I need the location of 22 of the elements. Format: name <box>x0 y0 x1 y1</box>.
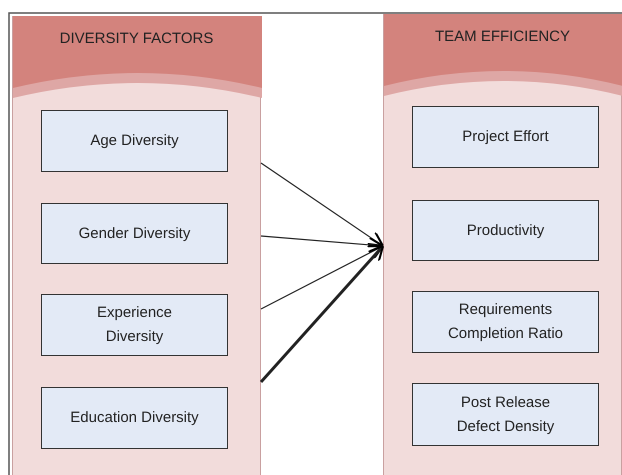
box-label: Experience Diversity <box>96 303 174 347</box>
box-label: Age Diversity <box>90 131 179 151</box>
factor-box <box>412 291 599 353</box>
arrow <box>260 162 384 248</box>
panel-heading: TEAM EFFICIENCY <box>434 28 571 45</box>
factor-box <box>412 106 599 168</box>
factor-box <box>41 387 228 449</box>
panel-heading: DIVERSITY FACTORS <box>58 30 214 47</box>
factor-box <box>412 200 599 261</box>
box-label: Education Diversity <box>70 408 199 428</box>
category-panel <box>12 16 261 475</box>
factor-box <box>41 110 228 172</box>
box-label: Productivity <box>466 220 544 240</box>
box-label: Post Release Defect Density <box>456 392 556 436</box>
factor-box <box>412 383 599 446</box>
arrow <box>260 244 384 383</box>
factor-box <box>41 294 228 356</box>
box-label: Gender Diversity <box>78 224 190 244</box>
box-label: Project Effort <box>462 127 549 147</box>
category-panel <box>383 14 622 475</box>
factor-box <box>41 203 228 264</box>
box-label: Requirements Completion Ratio <box>446 300 564 344</box>
